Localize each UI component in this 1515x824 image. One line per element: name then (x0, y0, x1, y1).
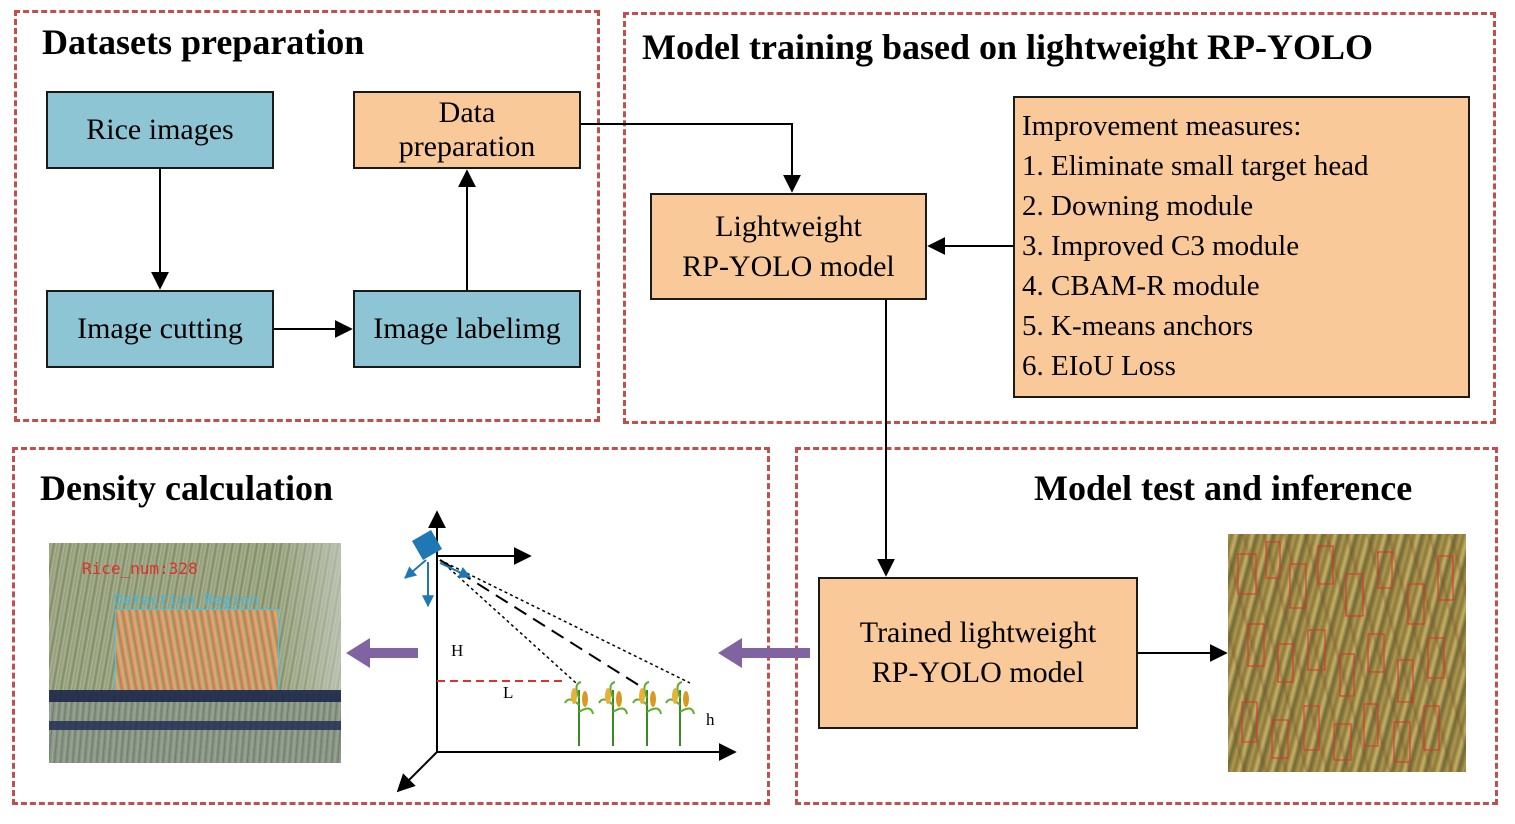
rice-plant-icon (632, 681, 662, 746)
panel-model-training (623, 12, 1496, 424)
measures-heading: Improvement measures: (1022, 110, 1302, 142)
distance-label-L: L (503, 683, 513, 702)
improvement-measures-box: Improvement measures: 1. Eliminate small… (1013, 96, 1470, 398)
rice-images-label: Rice images (86, 113, 234, 146)
rice-plant-icon (598, 681, 628, 746)
geometry-diagram: H L h (396, 510, 737, 793)
lightweight-model-label-2: RP-YOLO model (682, 249, 895, 283)
camera-icon (404, 529, 472, 608)
image-labeling-label: Image labelimg (373, 312, 561, 345)
measure-item: 2. Downing module (1022, 190, 1254, 222)
plant-height-label-h: h (706, 710, 715, 729)
trained-model-label-2: RP-YOLO model (871, 656, 1085, 689)
rice-images-box: Rice images (46, 91, 274, 169)
lightweight-model-label-1: Lightweight (715, 209, 862, 243)
purple-arrow-to-photo (346, 638, 418, 668)
image-labeling-box: Image labelimg (353, 290, 581, 368)
trained-model-box: Trained lightweight RP-YOLO model (818, 577, 1138, 729)
detection-boxes-overlay (1237, 541, 1454, 763)
measure-item: 6. EIoU Loss (1022, 350, 1176, 382)
measure-item: 5. K-means anchors (1022, 310, 1254, 342)
detection-region-text: Detection_Region (114, 591, 259, 609)
image-cutting-label: Image cutting (77, 312, 243, 345)
detection-region (115, 609, 279, 693)
trained-model-label-1: Trained lightweight (859, 616, 1097, 649)
panel-density-calculation (12, 447, 770, 805)
panel-model-test (795, 447, 1498, 805)
rice-plant-icon (564, 681, 594, 746)
panel-datasets-preparation (14, 10, 600, 422)
data-preparation-label-1: Data (438, 96, 496, 129)
density-panel-title: Density calculation (40, 468, 333, 508)
purple-arrow-to-density (718, 638, 810, 668)
rice-plant-icon (665, 681, 695, 746)
density-field-photo: Rice_num:328 Detection_Region (49, 543, 341, 763)
arrow-dataprep-to-model (581, 123, 801, 193)
machine-rail-2 (49, 721, 341, 730)
measure-item: 1. Eliminate small target head (1022, 150, 1369, 182)
inference-result-photo (1228, 534, 1466, 772)
training-panel-title: Model training based on lightweight RP-Y… (642, 27, 1374, 67)
data-preparation-label-2: preparation (398, 130, 536, 163)
rice-plant-icons (564, 681, 695, 746)
lightweight-model-box: Lightweight RP-YOLO model (650, 193, 927, 300)
data-preparation-box: Data preparation (353, 91, 581, 169)
test-panel-title: Model test and inference (1034, 468, 1413, 508)
height-label-H: H (451, 641, 463, 660)
datasets-panel-title: Datasets preparation (42, 22, 365, 62)
image-cutting-box: Image cutting (46, 290, 274, 368)
rice-count-text: Rice_num:328 (82, 559, 198, 578)
measure-item: 3. Improved C3 module (1022, 230, 1300, 262)
measure-item: 4. CBAM-R module (1022, 270, 1260, 302)
machine-rail-1 (49, 690, 341, 702)
